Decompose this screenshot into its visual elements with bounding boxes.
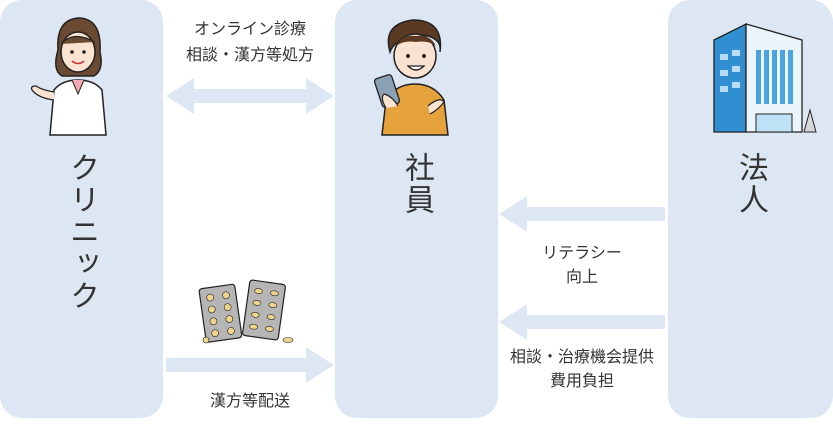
arrow-company-to-employee-literacy [499,196,665,232]
clinic-label: クリニック [64,152,99,312]
doctor-icon [30,17,107,136]
double-arrow-clinic-employee [166,78,334,114]
online-consult-line2: 相談・漢方等処方 [185,45,314,64]
arrow-company-to-employee-support [499,304,665,340]
employee-label: 社員 [399,152,434,216]
online-consult-line1: オンライン診療 [193,19,306,38]
medicine-blister-pack-icon [198,279,294,344]
person-with-phone-icon [373,19,449,136]
literacy-line2: 向上 [565,267,598,286]
company-label: 法人 [733,152,768,216]
arrow-clinic-to-employee [166,347,334,383]
delivery-label: 漢方等配送 [209,391,290,410]
literacy-line1: リテラシー [542,243,622,262]
support-line2: 費用負担 [549,371,614,390]
support-line1: 相談・治療機会提供 [509,347,654,366]
office-building-icon [713,22,817,133]
